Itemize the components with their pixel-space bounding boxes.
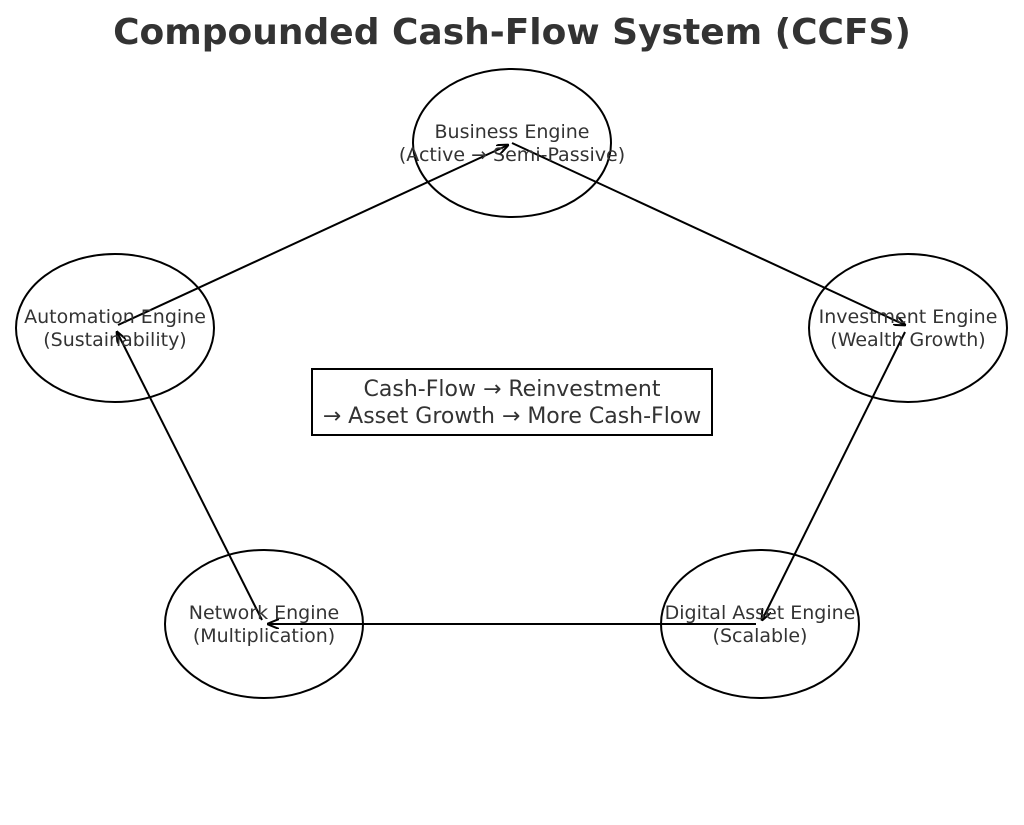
node-investment-sublabel: (Wealth Growth) — [830, 329, 985, 351]
arrow-automation-to-business — [117, 145, 508, 326]
center-box-border — [311, 368, 713, 436]
node-automation-label: Automation Engine — [24, 306, 206, 328]
node-investment-label: Investment Engine — [819, 306, 998, 328]
diagram-title: Compounded Cash-Flow System (CCFS) — [113, 12, 911, 53]
arrow-network-to-automation — [117, 332, 263, 621]
node-business-ellipse — [412, 68, 612, 218]
node-business — [412, 68, 612, 218]
node-network-label: Network Engine — [189, 602, 340, 624]
node-investment — [808, 253, 1008, 403]
center-text-line1: Cash-Flow → Reinvestment — [364, 377, 661, 402]
center-box: Cash-Flow → Reinvestment → Asset Growth … — [311, 368, 713, 436]
center-text-line2: → Asset Growth → More Cash-Flow — [323, 404, 702, 429]
node-investment-ellipse — [808, 253, 1008, 403]
node-business-sublabel: (Active → Semi-Passive) — [399, 144, 625, 166]
node-automation-sublabel: (Sustainability) — [43, 329, 186, 351]
arrow-business-to-investment — [511, 142, 905, 325]
node-digital-sublabel: (Scalable) — [713, 625, 808, 647]
arrow-investment-to-digital — [762, 331, 906, 620]
node-business-label: Business Engine — [435, 121, 590, 143]
node-automation-ellipse — [15, 253, 215, 403]
node-network-sublabel: (Multiplication) — [193, 625, 335, 647]
node-digital-label: Digital Asset Engine — [665, 602, 856, 624]
node-automation — [15, 253, 215, 403]
